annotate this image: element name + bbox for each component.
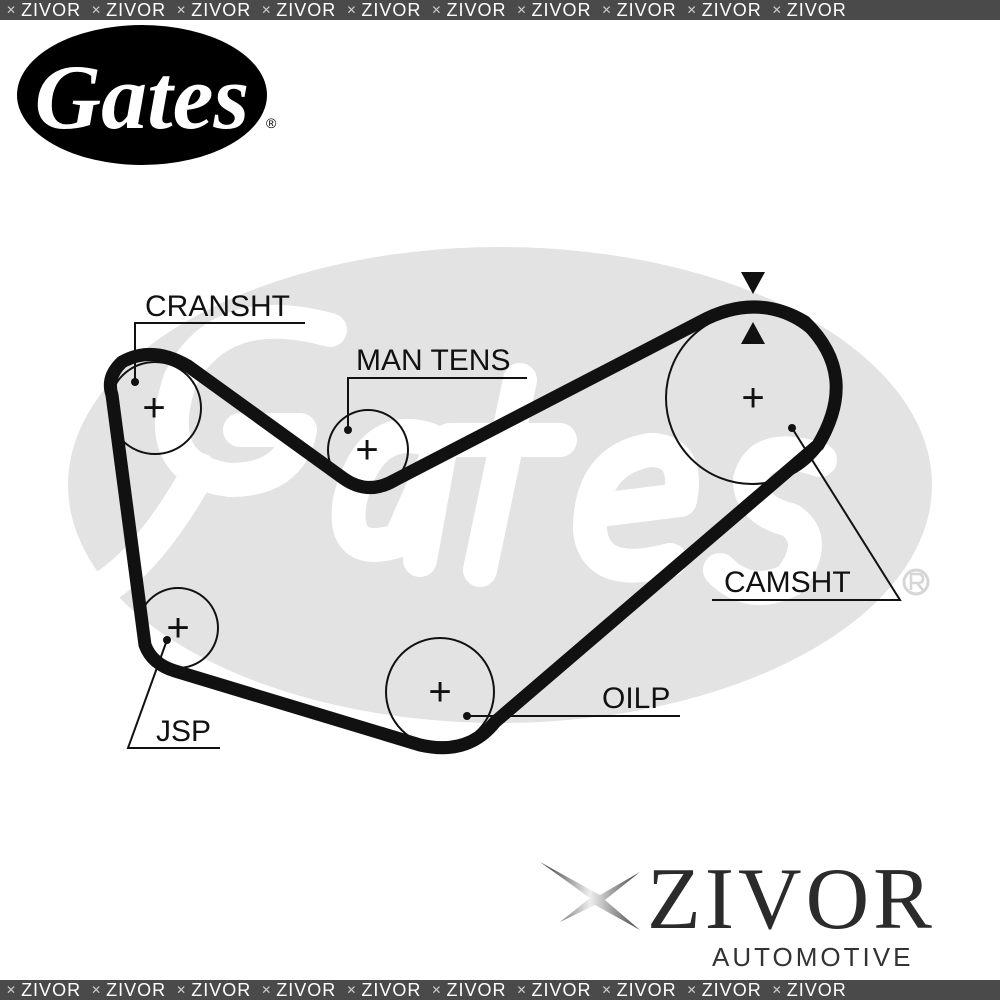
zivor-x-icon: ✕ [346, 3, 358, 17]
banner-item: ✕ZIVOR [596, 0, 681, 20]
banner-text: ZIVOR [531, 0, 592, 20]
zivor-x-icon: ✕ [516, 3, 528, 17]
zivor-x-icon: ✕ [601, 3, 613, 17]
banner-item: ✕ZIVOR [681, 0, 766, 20]
banner-text: ZIVOR [701, 0, 762, 20]
zivor-x-icon: ✕ [771, 983, 783, 997]
timing-mark-down-icon [741, 272, 765, 294]
banner-text: ZIVOR [786, 0, 847, 20]
bottom-banner: ✕ZIVOR✕ZIVOR✕ZIVOR✕ZIVOR✕ZIVOR✕ZIVOR✕ZIV… [0, 980, 1000, 1000]
zivor-x-icon: ✕ [176, 983, 188, 997]
banner-text: ZIVOR [191, 980, 252, 1000]
banner-text: ZIVOR [21, 0, 82, 20]
banner-text: ZIVOR [446, 0, 507, 20]
label-crankshaft: CRANSHT [145, 290, 290, 323]
jackshaft-center-mark: + [166, 606, 189, 650]
banner-item: ✕ZIVOR [0, 980, 85, 1000]
banner-text: ZIVOR [531, 980, 592, 1000]
zivor-x-icon: ✕ [686, 983, 698, 997]
banner-item: ✕ZIVOR [510, 980, 595, 1000]
banner-item: ✕ZIVOR [85, 0, 170, 20]
crankshaft-center-mark: + [142, 386, 165, 430]
banner-item: ✕ZIVOR [425, 0, 510, 20]
banner-item: ✕ZIVOR [340, 0, 425, 20]
zivor-x-icon: ✕ [771, 3, 783, 17]
banner-text: ZIVOR [276, 980, 337, 1000]
banner-text: ZIVOR [616, 980, 677, 1000]
top-banner: ✕ZIVOR✕ZIVOR✕ZIVOR✕ZIVOR✕ZIVOR✕ZIVOR✕ZIV… [0, 0, 1000, 20]
banner-text: ZIVOR [701, 980, 762, 1000]
banner-item: ✕ZIVOR [170, 0, 255, 20]
banner-item: ✕ZIVOR [170, 980, 255, 1000]
zivor-x-icon: ✕ [6, 3, 18, 17]
banner-item: ✕ZIVOR [85, 980, 170, 1000]
svg-text:AUTOMOTIVE: AUTOMOTIVE [712, 942, 913, 972]
zivor-x-icon: ✕ [516, 983, 528, 997]
banner-item: ✕ZIVOR [255, 0, 340, 20]
banner-item: ✕ZIVOR [0, 0, 85, 20]
banner-text: ZIVOR [361, 0, 422, 20]
banner-item: ✕ZIVOR [425, 980, 510, 1000]
gates-logo: Gates ® [17, 25, 277, 165]
zivor-x-icon: ✕ [346, 983, 358, 997]
banner-item: ✕ZIVOR [681, 980, 766, 1000]
zivor-x-icon: ✕ [431, 3, 443, 17]
banner-text: ZIVOR [276, 0, 337, 20]
label-camshaft: CAMSHT [724, 566, 851, 599]
oil-pump-center-mark: + [428, 670, 451, 714]
svg-text:®: ® [266, 115, 277, 131]
camshaft-center-mark: + [741, 376, 764, 420]
zivor-x-icon: ✕ [176, 3, 188, 17]
banner-text: ZIVOR [446, 980, 507, 1000]
banner-text: ZIVOR [191, 0, 252, 20]
banner-text: ZIVOR [106, 0, 167, 20]
zivor-x-icon: ✕ [91, 3, 103, 17]
banner-item: ✕ZIVOR [255, 980, 340, 1000]
banner-item: ✕ZIVOR [510, 0, 595, 20]
label-jackshaft: JSP [156, 715, 211, 748]
label-oil-pump: OILP [602, 682, 670, 715]
svg-text:Gates: Gates [35, 46, 250, 148]
zivor-x-icon: ✕ [431, 983, 443, 997]
zivor-x-icon: ✕ [6, 983, 18, 997]
banner-item: ✕ZIVOR [766, 980, 851, 1000]
banner-item: ✕ZIVOR [766, 0, 851, 20]
label-tensioner: MAN TENS [356, 344, 510, 377]
timing-mark-up-icon [741, 322, 765, 344]
zivor-x-icon [540, 862, 640, 930]
banner-text: ZIVOR [616, 0, 677, 20]
zivor-x-icon: ✕ [601, 983, 613, 997]
zivor-x-icon: ✕ [686, 3, 698, 17]
banner-text: ZIVOR [361, 980, 422, 1000]
banner-item: ✕ZIVOR [596, 980, 681, 1000]
gates-watermark [68, 247, 932, 723]
banner-text: ZIVOR [786, 980, 847, 1000]
banner-item: ✕ZIVOR [340, 980, 425, 1000]
banner-text: ZIVOR [21, 980, 82, 1000]
zivor-x-icon: ✕ [91, 983, 103, 997]
banner-text: ZIVOR [106, 980, 167, 1000]
tensioner-center-mark: + [355, 428, 378, 472]
zivor-x-icon: ✕ [261, 983, 273, 997]
zivor-logo: ZIVOR AUTOMOTIVE [540, 851, 936, 972]
svg-text:ZIVOR: ZIVOR [647, 851, 936, 948]
zivor-x-icon: ✕ [261, 3, 273, 17]
timing-belt [103, 300, 843, 755]
